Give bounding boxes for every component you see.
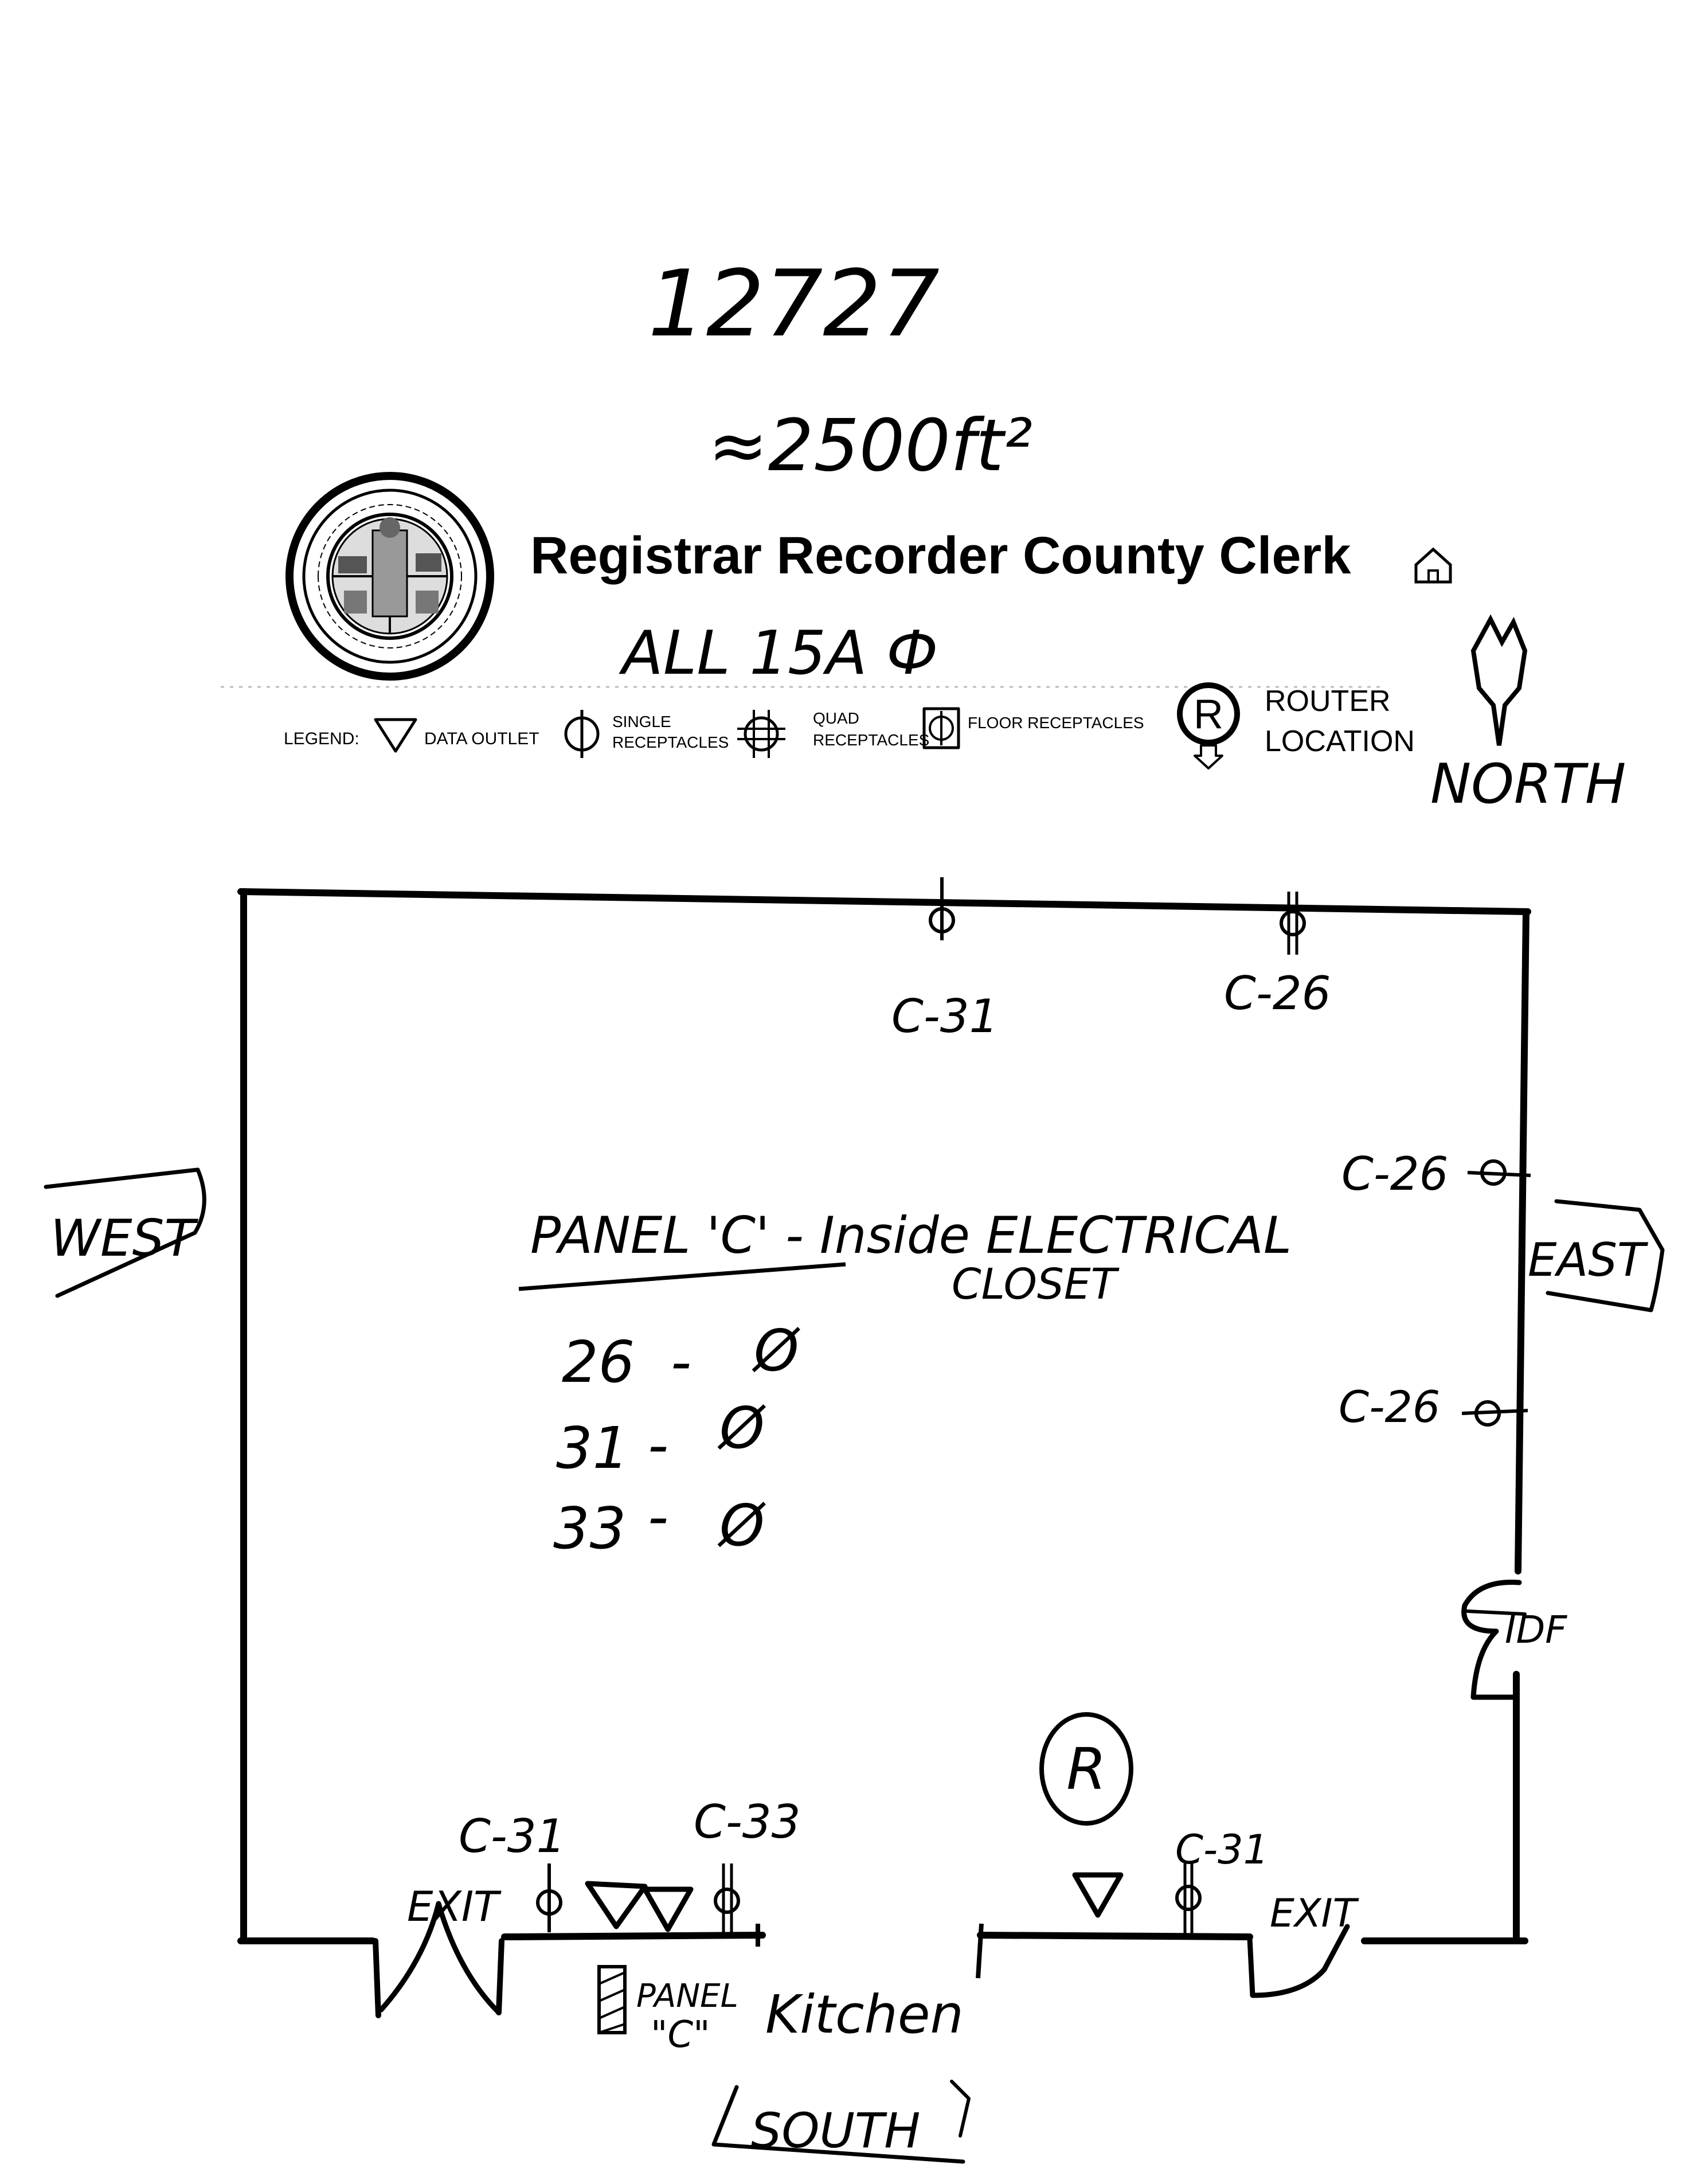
circuit-31-phase: Ø — [717, 1394, 766, 1462]
router-location-icon: R — [1039, 1712, 1133, 1826]
site-number: 12727 — [648, 250, 940, 357]
circuit-26-phase: Ø — [752, 1317, 800, 1384]
legend-floor: FLOOR RECEPTACLES — [968, 714, 1144, 732]
router-icon: R — [1177, 682, 1240, 769]
legend-data-outlet: DATA OUTLET — [424, 729, 539, 748]
amperage-note: ALL 15A Ф — [619, 618, 938, 688]
receptacle-south-right — [1175, 1863, 1202, 1935]
label-north-right: C-26 — [1224, 967, 1331, 1020]
legend-single-line2: RECEPTACLES — [612, 733, 729, 751]
receptacle-north-right — [1280, 892, 1306, 955]
single-receptacle-icon — [564, 710, 600, 758]
svg-text:-: - — [648, 1483, 668, 1550]
label-south-left-a: C-31 — [459, 1810, 566, 1863]
router-location-symbol: R — [1066, 1736, 1106, 1803]
legend: LEGEND: DATA OUTLET SINGLE RECEPTACLES Q… — [284, 682, 1415, 769]
panel-heading-line2: CLOSET — [952, 1260, 1120, 1309]
east-label-box — [1546, 1199, 1665, 1312]
west-label-box — [44, 1167, 206, 1298]
area-note: ≈2500ft² — [708, 404, 1032, 487]
kitchen-label: Kitchen — [765, 1984, 964, 2045]
legend-label: LEGEND: — [284, 729, 359, 748]
compass-west: WEST — [50, 1209, 198, 1268]
exit-door-right — [1247, 1924, 1350, 1998]
receptacle-south-left-b — [714, 1863, 740, 1932]
exit-label-right: EXIT — [1270, 1891, 1359, 1936]
compass-east: EAST — [1528, 1233, 1649, 1287]
receptacle-north-left — [929, 877, 955, 940]
north-wall — [237, 888, 1531, 915]
county-seal-logo — [285, 472, 494, 681]
south-wall-kitchen-right — [977, 1932, 1253, 1940]
east-wall-upper — [1515, 908, 1529, 1574]
compass-north: NORTH — [1430, 753, 1626, 816]
exit-door-left — [373, 1901, 504, 2018]
quad-receptacle-icon — [737, 710, 785, 758]
legend-router-line1: ROUTER — [1265, 685, 1391, 718]
legend-single-line1: SINGLE — [612, 713, 671, 730]
receptacle-south-left-a — [536, 1863, 562, 1932]
svg-text:-: - — [671, 1329, 691, 1396]
circuit-33: 33 — [553, 1495, 626, 1562]
label-south-right: C-31 — [1175, 1826, 1269, 1873]
circuit-33-phase: Ø — [717, 1492, 766, 1559]
svg-text:-: - — [648, 1412, 668, 1479]
legend-router-line2: LOCATION — [1265, 725, 1415, 758]
home-icon — [1414, 547, 1452, 584]
org-title: Registrar Recorder County Clerk — [530, 526, 1351, 585]
south-wall-kitchen-left — [501, 1932, 766, 1940]
south-label-box — [711, 2080, 971, 2164]
receptacle-east-lower — [1461, 1400, 1528, 1427]
legend-router-symbol: R — [1194, 691, 1223, 737]
idf-closet — [1461, 1580, 1527, 1700]
data-outlet-icon — [374, 718, 417, 753]
label-east-lower: C-26 — [1339, 1381, 1440, 1432]
panel-heading: PANEL 'C' - Inside ELECTRICAL — [530, 1206, 1292, 1265]
receptacle-east-upper — [1467, 1159, 1531, 1186]
panel-tag-line2: "C" — [651, 2014, 710, 2056]
label-east-upper: C-26 — [1341, 1147, 1449, 1201]
legend-quad-line1: QUAD — [813, 709, 859, 727]
legend-quad-line2: RECEPTACLES — [813, 731, 929, 749]
floor-receptacle-icon — [922, 707, 960, 749]
data-outlet-south-1 — [585, 1881, 648, 1929]
idf-label: IDF — [1505, 1608, 1567, 1652]
panel-c-icon — [597, 1965, 627, 2034]
north-arrow-icon — [1470, 614, 1528, 746]
data-outlet-south-2 — [642, 1886, 694, 1932]
circuit-31: 31 — [556, 1415, 629, 1482]
label-north-left: C-31 — [891, 990, 999, 1043]
circuit-26: 26 — [562, 1329, 635, 1396]
exit-label-left: EXIT — [407, 1882, 502, 1931]
data-outlet-south-3 — [1072, 1872, 1124, 1918]
label-south-left-b: C-33 — [694, 1795, 801, 1849]
panel-tag-line1: PANEL — [636, 1978, 738, 2015]
compass-south: SOUTH — [751, 2103, 920, 2159]
